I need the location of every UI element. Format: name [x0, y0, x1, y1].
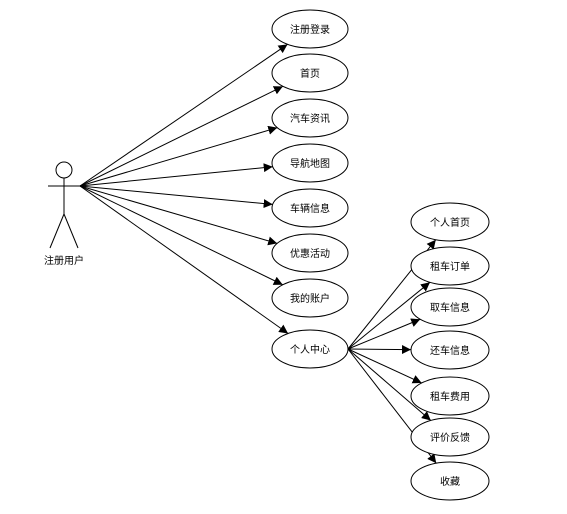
use-case-home: 首页: [271, 53, 349, 93]
use-case-vehicle-info: 车辆信息: [271, 188, 349, 228]
actor-head: [55, 161, 73, 179]
edge-actor-to-register-login: [79, 43, 288, 187]
use-case-car-news-label: 汽车资讯: [290, 112, 330, 125]
association-edges: [79, 43, 437, 464]
use-case-favorites: 收藏: [410, 461, 490, 501]
edge-actor-to-vehicle-info: [79, 185, 273, 209]
use-case-promotions: 优惠活动: [271, 233, 349, 273]
use-case-vehicle-info-ellipse: [271, 188, 349, 228]
actor-label: 注册用户: [44, 254, 84, 267]
edge-personal-center-to-rental-orders: [347, 281, 431, 350]
actor-registered-user: 注册用户: [44, 161, 84, 267]
use-case-car-news-ellipse: [271, 98, 349, 138]
use-case-rental-fees-ellipse: [410, 376, 490, 416]
use-case-rental-fees-label: 租车费用: [430, 390, 470, 403]
edge-personal-center-to-rental-fees: [347, 348, 422, 384]
use-case-return-info-label: 还车信息: [430, 344, 470, 357]
use-case-home-label: 首页: [300, 67, 320, 80]
use-case-favorites-label: 收藏: [440, 475, 460, 488]
use-case-personal-center: 个人中心: [271, 329, 349, 369]
use-case-personal-center-ellipse: [271, 329, 349, 369]
edge-personal-center-to-pickup-info: [347, 318, 421, 350]
use-case-return-info-ellipse: [410, 330, 490, 370]
use-case-review-feedback: 评价反馈: [410, 417, 490, 457]
use-case-navigation-map-ellipse: [271, 143, 349, 183]
use-case-personal-home: 个人首页: [410, 202, 490, 242]
use-case-pickup-info-label: 取车信息: [430, 301, 470, 314]
edge-personal-center-to-review-feedback: [347, 348, 432, 421]
use-case-pickup-info: 取车信息: [410, 287, 490, 327]
use-case-personal-home-label: 个人首页: [430, 216, 470, 229]
use-case-return-info: 还车信息: [410, 330, 490, 370]
use-case-personal-center-label: 个人中心: [290, 343, 330, 356]
use-case-favorites-ellipse: [410, 461, 490, 501]
actor-right-leg: [63, 213, 79, 249]
edge-actor-to-home: [79, 85, 284, 187]
use-case-promotions-ellipse: [271, 233, 349, 273]
edge-actor-to-navigation-map: [79, 163, 273, 187]
use-case-register-login: 注册登录: [271, 9, 349, 49]
use-case-promotions-label: 优惠活动: [290, 247, 330, 260]
use-case-vehicle-info-label: 车辆信息: [290, 202, 330, 215]
use-case-my-account-label: 我的账户: [290, 292, 330, 305]
use-case-rental-orders-ellipse: [410, 246, 490, 286]
edge-actor-to-promotions: [79, 185, 278, 246]
use-case-personal-home-ellipse: [410, 202, 490, 242]
use-case-review-feedback-label: 评价反馈: [430, 431, 470, 444]
edge-actor-to-car-news: [79, 125, 278, 187]
use-case-my-account: 我的账户: [271, 278, 349, 318]
actor-left-leg: [49, 213, 65, 249]
edge-personal-center-to-return-info: [347, 345, 412, 355]
use-case-pickup-info-ellipse: [410, 287, 490, 327]
use-case-car-news: 汽车资讯: [271, 98, 349, 138]
use-case-review-feedback-ellipse: [410, 417, 490, 457]
use-case-rental-orders-label: 租车订单: [430, 260, 470, 273]
use-case-navigation-map-label: 导航地图: [290, 157, 330, 170]
edge-actor-to-my-account: [79, 185, 283, 286]
edge-actor-to-personal-center: [79, 185, 289, 334]
use-case-rental-orders: 租车订单: [410, 246, 490, 286]
use-case-rental-fees: 租车费用: [410, 376, 490, 416]
use-case-my-account-ellipse: [271, 278, 349, 318]
use-case-register-login-ellipse: [271, 9, 349, 49]
use-case-navigation-map: 导航地图: [271, 143, 349, 183]
use-case-register-login-label: 注册登录: [290, 23, 330, 36]
use-case-home-ellipse: [271, 53, 349, 93]
